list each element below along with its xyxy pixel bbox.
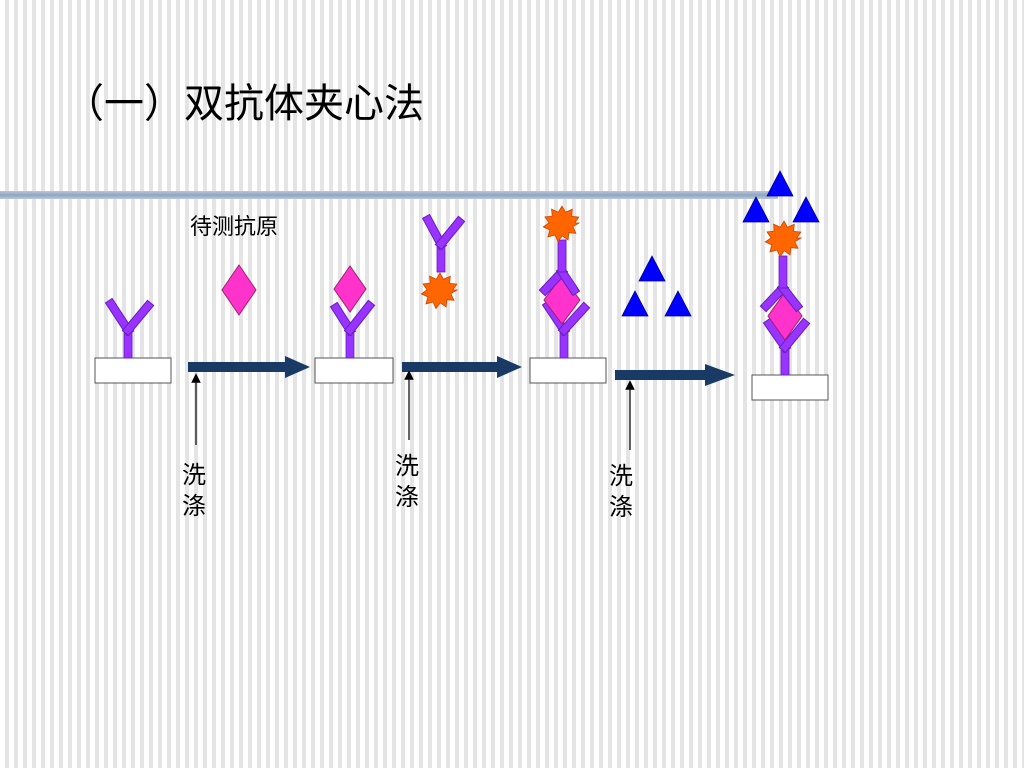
wash-step-arrow-3 bbox=[615, 364, 735, 386]
enzyme-labeled-antibody bbox=[420, 213, 466, 310]
antigen-label: 待测抗原 bbox=[190, 215, 279, 240]
solid-phase-plate bbox=[314, 357, 394, 384]
starburst-enzyme-icon bbox=[420, 272, 459, 310]
triangle-substrate-icon bbox=[742, 196, 770, 223]
y-shaped-antibody-icon bbox=[762, 317, 811, 376]
wash-label-3: 洗涤 bbox=[609, 462, 633, 521]
triangle-substrate-icon bbox=[638, 255, 666, 282]
triangle-substrate-icon bbox=[766, 170, 794, 197]
slide-title: （一）双抗体夹心法 bbox=[64, 81, 424, 127]
stage-1 bbox=[94, 297, 172, 384]
y-shaped-antibody-icon bbox=[541, 299, 591, 359]
stage-2 bbox=[314, 265, 394, 384]
solid-phase-plate bbox=[751, 374, 829, 401]
wash-step-arrow-1 bbox=[188, 356, 310, 378]
y-shaped-antibody-icon bbox=[104, 297, 155, 359]
y-shaped-antibody-icon bbox=[329, 299, 376, 359]
stage-4 bbox=[742, 170, 829, 401]
starburst-enzyme-icon bbox=[764, 220, 803, 258]
solid-phase-plate bbox=[529, 357, 607, 384]
solid-phase-plate bbox=[94, 357, 172, 384]
wash-label-2: 洗涤 bbox=[395, 452, 419, 511]
wash-label-1: 洗涤 bbox=[182, 461, 206, 520]
y-shaped-antibody-icon bbox=[759, 255, 804, 313]
triangle-substrate-icon bbox=[792, 196, 820, 223]
starburst-enzyme-icon bbox=[542, 205, 581, 243]
stage-3 bbox=[529, 205, 607, 384]
wash-step-arrow-2 bbox=[402, 356, 522, 378]
title-divider bbox=[0, 191, 778, 199]
diamond-antigen-icon bbox=[221, 264, 257, 316]
triangle-substrate-icon bbox=[621, 290, 649, 317]
y-shaped-antibody-icon bbox=[538, 239, 581, 297]
diamond-antigen-icon bbox=[333, 265, 367, 313]
triangle-substrate-icon bbox=[664, 290, 692, 317]
